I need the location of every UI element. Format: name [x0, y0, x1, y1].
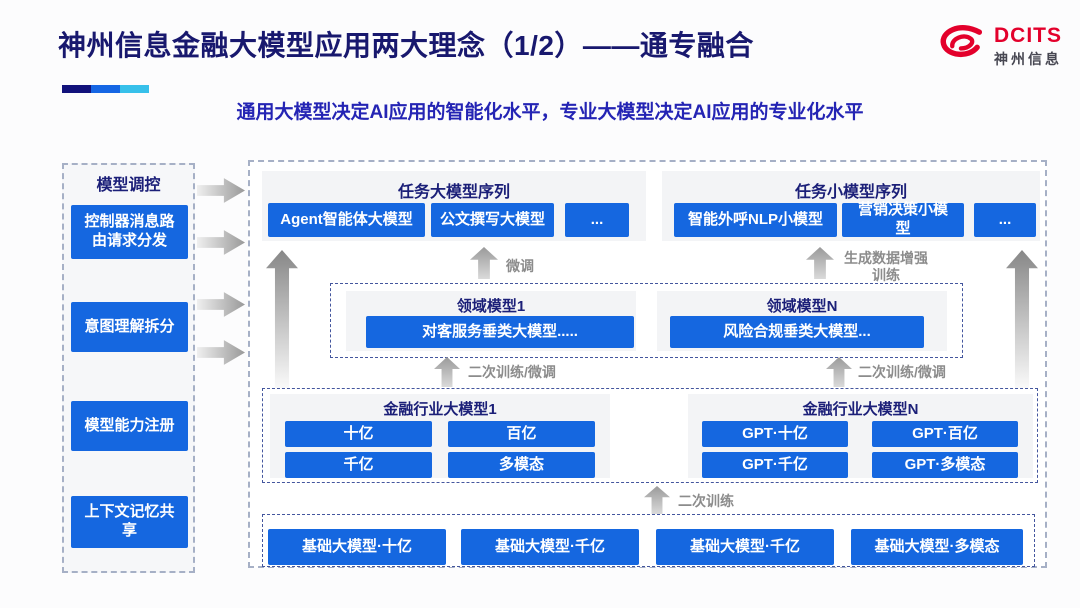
model-control-title: 模型调控 — [96, 177, 161, 194]
accent-bar-blue — [91, 85, 120, 93]
task-large-model-title: 任务大模型序列 — [397, 184, 510, 201]
node-document-writing-model: 公文撰写大模型 — [431, 203, 554, 237]
page-title: 神州信息金融大模型应用两大理念（1/2）——通专融合 — [58, 30, 754, 61]
industry-model-n-title: 金融行业大模型N — [802, 401, 919, 418]
node-billion: 十亿 — [285, 421, 432, 447]
domain-model-1-title: 领域模型1 — [456, 298, 526, 315]
accent-bar-cyan — [120, 85, 149, 93]
node-gpt-multimodal: GPT·多模态 — [872, 452, 1018, 478]
node-base-model-hundred-billion-2: 基础大模型·千亿 — [656, 529, 834, 565]
domain-model-n-title: 领域模型N — [766, 298, 838, 315]
task-small-model-title: 任务小模型序列 — [794, 184, 907, 201]
logo-brand-cn-text: 神州信息 — [994, 51, 1062, 67]
sidebar-item-capability-register: 模型能力注册 — [71, 401, 188, 451]
node-gpt-hundred-billion: GPT·千亿 — [702, 452, 848, 478]
node-hundred-billion: 千亿 — [285, 452, 432, 478]
node-task-large-more: ... — [565, 203, 629, 237]
retrain-finetune-right-label: 二次训练/微调 — [858, 364, 946, 380]
node-outbound-nlp-model: 智能外呼NLP小模型 — [674, 203, 837, 237]
finetune-label: 微调 — [506, 258, 534, 274]
node-marketing-decision-model: 营销决策小模型 — [842, 201, 964, 237]
node-gpt-ten-billion: GPT·百亿 — [872, 421, 1018, 447]
slide-subtitle: 通用大模型决定AI应用的智能化水平，专业大模型决定AI应用的专业化水平 — [236, 102, 864, 123]
node-multimodal: 多模态 — [448, 452, 595, 478]
sidebar-item-router-dispatch: 控制器消息路由请求分发 — [71, 205, 188, 259]
logo-brand-text: DCITS — [994, 24, 1062, 47]
node-gpt-billion: GPT·十亿 — [702, 421, 848, 447]
node-customer-service-model: 对客服务垂类大模型..... — [366, 316, 634, 348]
node-ten-billion: 百亿 — [448, 421, 595, 447]
accent-bar — [62, 85, 149, 103]
accent-bar-navy — [62, 85, 91, 93]
node-base-model-billion: 基础大模型·十亿 — [268, 529, 446, 565]
arrow-right-icon — [197, 230, 245, 255]
arrow-right-icon — [197, 178, 245, 203]
node-base-model-hundred-billion-1: 基础大模型·千亿 — [461, 529, 639, 565]
gen-data-augment-label: 生成数据增强训练 — [844, 250, 928, 283]
sidebar-item-context-share: 上下文记忆共享 — [71, 496, 188, 548]
node-task-small-more: ... — [974, 203, 1036, 237]
retrain-finetune-left-label: 二次训练/微调 — [468, 364, 556, 380]
industry-model-1-title: 金融行业大模型1 — [383, 401, 497, 418]
arrow-right-icon — [197, 340, 245, 365]
retrain-label: 二次训练 — [678, 493, 734, 509]
arrow-right-icon — [197, 292, 245, 317]
node-agent-large-model: Agent智能体大模型 — [268, 203, 425, 237]
company-logo: DCITS 神州信息 — [936, 16, 1072, 78]
node-risk-compliance-model: 风险合规垂类大模型... — [670, 316, 924, 348]
node-base-model-multimodal: 基础大模型·多模态 — [851, 529, 1023, 565]
logo-swirl-icon — [940, 25, 983, 57]
sidebar-item-intent-split: 意图理解拆分 — [71, 302, 188, 352]
